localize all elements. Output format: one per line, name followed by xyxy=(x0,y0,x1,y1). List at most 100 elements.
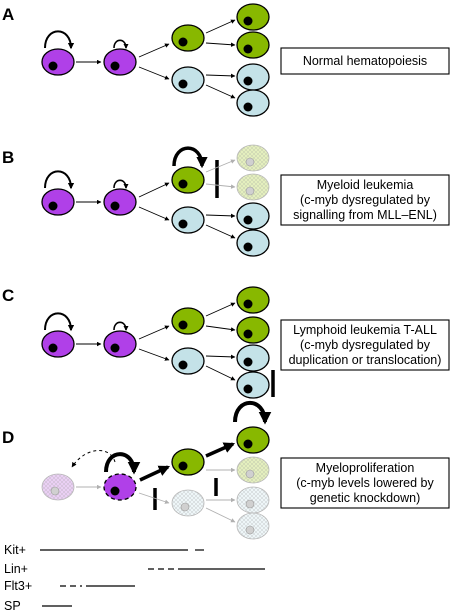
panel-b-description-box-line-1: (c-myb dysregulated by xyxy=(300,193,431,207)
panel-c-progenitor-cell-body xyxy=(103,330,137,358)
panel-c-letter: C xyxy=(2,286,14,305)
panel-a-myeloid-precursor-body xyxy=(171,24,205,52)
panel-b-letter: B xyxy=(2,148,14,167)
panel-d-hsc-cell-faded-hatch xyxy=(42,474,74,500)
panel-a-arrow-2a xyxy=(138,43,170,58)
panel-b-hsc-cell xyxy=(41,188,75,216)
panel-d-myeloid-cell-1-body xyxy=(236,426,270,454)
panel-c-lymphoid-cell-2 xyxy=(236,371,270,399)
panel-b-arrow-3c xyxy=(205,213,236,219)
panel-d-myeloid-cell-2-faded xyxy=(236,456,270,484)
panel-b-myeloid-cell-1-faded-hatch xyxy=(237,145,269,171)
panel-b-lymphoid-precursor xyxy=(171,206,205,234)
panel-c-hsc-cell-nucleus xyxy=(48,343,58,353)
panel-d-arrow-2b xyxy=(138,492,170,504)
marker-label-3: SP xyxy=(4,599,21,612)
panel-a-myeloid-cell-1-nucleus xyxy=(243,16,253,26)
panel-d-thick-arrow-3a xyxy=(205,442,236,458)
panel-b-hsc-cell-nucleus xyxy=(48,201,58,211)
panel-c-lymphoid-cell-2-body xyxy=(236,371,270,399)
panel-a-progenitor-cell-nucleus xyxy=(110,61,120,71)
panel-c-description-box-border xyxy=(280,319,450,371)
panel-a-myeloid-precursor xyxy=(171,24,205,52)
panel-c-myeloid-cell-1-nucleus xyxy=(243,299,253,309)
panel-b-lymphoid-cell-1-body xyxy=(236,202,270,230)
panel-d-lymphoid-precursor-faded xyxy=(171,489,205,517)
panel-b-myeloid-precursor-body xyxy=(171,166,205,194)
panel-b-myeloid-precursor-nucleus xyxy=(178,179,188,189)
panel-b-lymphoid-cell-2 xyxy=(236,229,270,257)
panel-c-arrow-3b xyxy=(205,325,236,332)
panel-c-arrow-3c xyxy=(205,354,236,360)
panel-c-myeloid-cell-1-body xyxy=(236,286,270,314)
panel-c-myeloid-precursor xyxy=(171,307,205,335)
panel-c-arrow-2b xyxy=(138,348,170,361)
panel-a-myeloid-cell-2-nucleus xyxy=(243,44,253,54)
panel-b-myeloid-cell-2-faded-nucleus xyxy=(245,186,255,196)
panel-d-description-box-line-1: (c-myb levels lowered by xyxy=(296,476,434,490)
panel-a-arrow-3d xyxy=(205,84,236,99)
panel-d-progenitor-cell-nucleus xyxy=(110,486,120,496)
panel-a-lymphoid-cell-1-body xyxy=(236,63,270,91)
panel-d-myeloid-cell-1 xyxy=(236,426,270,454)
panel-d-lymphoid-cell-1-faded xyxy=(236,486,270,514)
panel-b-myeloid-precursor xyxy=(171,166,205,194)
panel-d-lymphoid-cell-2-faded-hatch xyxy=(237,513,269,539)
panel-d-progenitor-cell xyxy=(103,473,137,501)
panel-b-hsc-self-renewal-arrow xyxy=(44,170,75,190)
panel-a-arrow-3b xyxy=(205,42,236,47)
panel-d-myeloid-cell-1-nucleus xyxy=(243,439,253,449)
panel-c-lymphoid-self-renewal-arrow xyxy=(233,401,272,425)
panel-c-description-box-line-0: Lymphoid leukemia T-ALL xyxy=(293,323,437,337)
panel-b-description-box-line-0: Myeloid leukemia xyxy=(317,178,414,192)
panel-c-lymphoid-cell-1 xyxy=(236,344,270,372)
panel-a-lymphoid-cell-1 xyxy=(236,63,270,91)
panel-a-lymphoid-precursor-body xyxy=(171,66,205,94)
panel-c-lymphoid-cell-1-body xyxy=(236,344,270,372)
panel-d-progenitor-self-renewal-arrow xyxy=(104,452,141,475)
panel-c-description-box-line-2: duplication or translocation) xyxy=(289,353,442,367)
panel-a-myeloid-precursor-nucleus xyxy=(178,37,188,47)
panel-b-myeloid-self-renewal-arrow xyxy=(172,146,208,169)
panel-d-lymphoid-precursor-faded-nucleus xyxy=(180,502,190,512)
panel-c-myeloid-cell-2-body xyxy=(236,316,270,344)
panel-a-arrow-3a xyxy=(205,19,236,34)
panel-d-lymphoid-cell-2-faded-nucleus xyxy=(245,525,255,535)
panel-d-progenitor-cell-body xyxy=(103,473,137,501)
panel-b-progenitor-cell-nucleus xyxy=(110,201,120,211)
panel-c-lymphoid-precursor-body xyxy=(171,347,205,375)
marker-label-0: Kit+ xyxy=(4,543,26,557)
panel-a-letter: A xyxy=(2,5,14,24)
panel-c-arrow-3a xyxy=(205,302,236,317)
panel-d-myeloid-cell-2-faded-nucleus xyxy=(245,469,255,479)
panel-c-description-box-line-1: (c-myb dysregulated by xyxy=(300,338,431,352)
panel-d-myeloid-precursor-body xyxy=(171,448,205,476)
panel-c-progenitor-cell-nucleus xyxy=(110,343,120,353)
panel-c-arrow-2a xyxy=(138,325,170,340)
panel-b-myeloid-cell-1-faded xyxy=(236,144,270,172)
panel-c-myeloid-cell-2-nucleus xyxy=(243,329,253,339)
panel-d-myeloid-cell-2-faded-hatch xyxy=(237,457,269,483)
panel-d-lymphoid-cell-1-faded-nucleus xyxy=(245,499,255,509)
panel-b-lymphoid-precursor-body xyxy=(171,206,205,234)
panel-b-arrow-3d xyxy=(205,224,236,239)
panel-b-progenitor-self-renewal-arrow xyxy=(113,179,129,190)
panel-c-lymphoid-precursor xyxy=(171,347,205,375)
panel-a-hsc-self-renewal-arrow xyxy=(44,30,75,50)
panel-a-description-box-line-0: Normal hematopoiesis xyxy=(303,54,427,68)
panel-d-description-box-line-0: Myeloproliferation xyxy=(316,461,415,475)
panel-d-lymphoid-precursor-faded-hatch xyxy=(172,490,204,516)
panel-d-lymphoid-cell-2-faded xyxy=(236,512,270,540)
panel-a-hsc-cell xyxy=(41,48,75,76)
panel-a-hsc-cell-nucleus xyxy=(48,61,58,71)
panel-a-myeloid-cell-2 xyxy=(236,31,270,59)
panel-a-myeloid-cell-1 xyxy=(236,3,270,31)
panel-a-description-box: Normal hematopoiesis xyxy=(280,47,450,75)
panel-c-myeloid-cell-1 xyxy=(236,286,270,314)
panel-a-myeloid-cell-1-body xyxy=(236,3,270,31)
panel-c-myeloid-precursor-body xyxy=(171,307,205,335)
panel-c-hsc-self-renewal-arrow xyxy=(44,312,75,332)
panel-a-arrow-2b xyxy=(138,66,170,80)
panel-b-lymphoid-cell-2-nucleus xyxy=(243,242,253,252)
